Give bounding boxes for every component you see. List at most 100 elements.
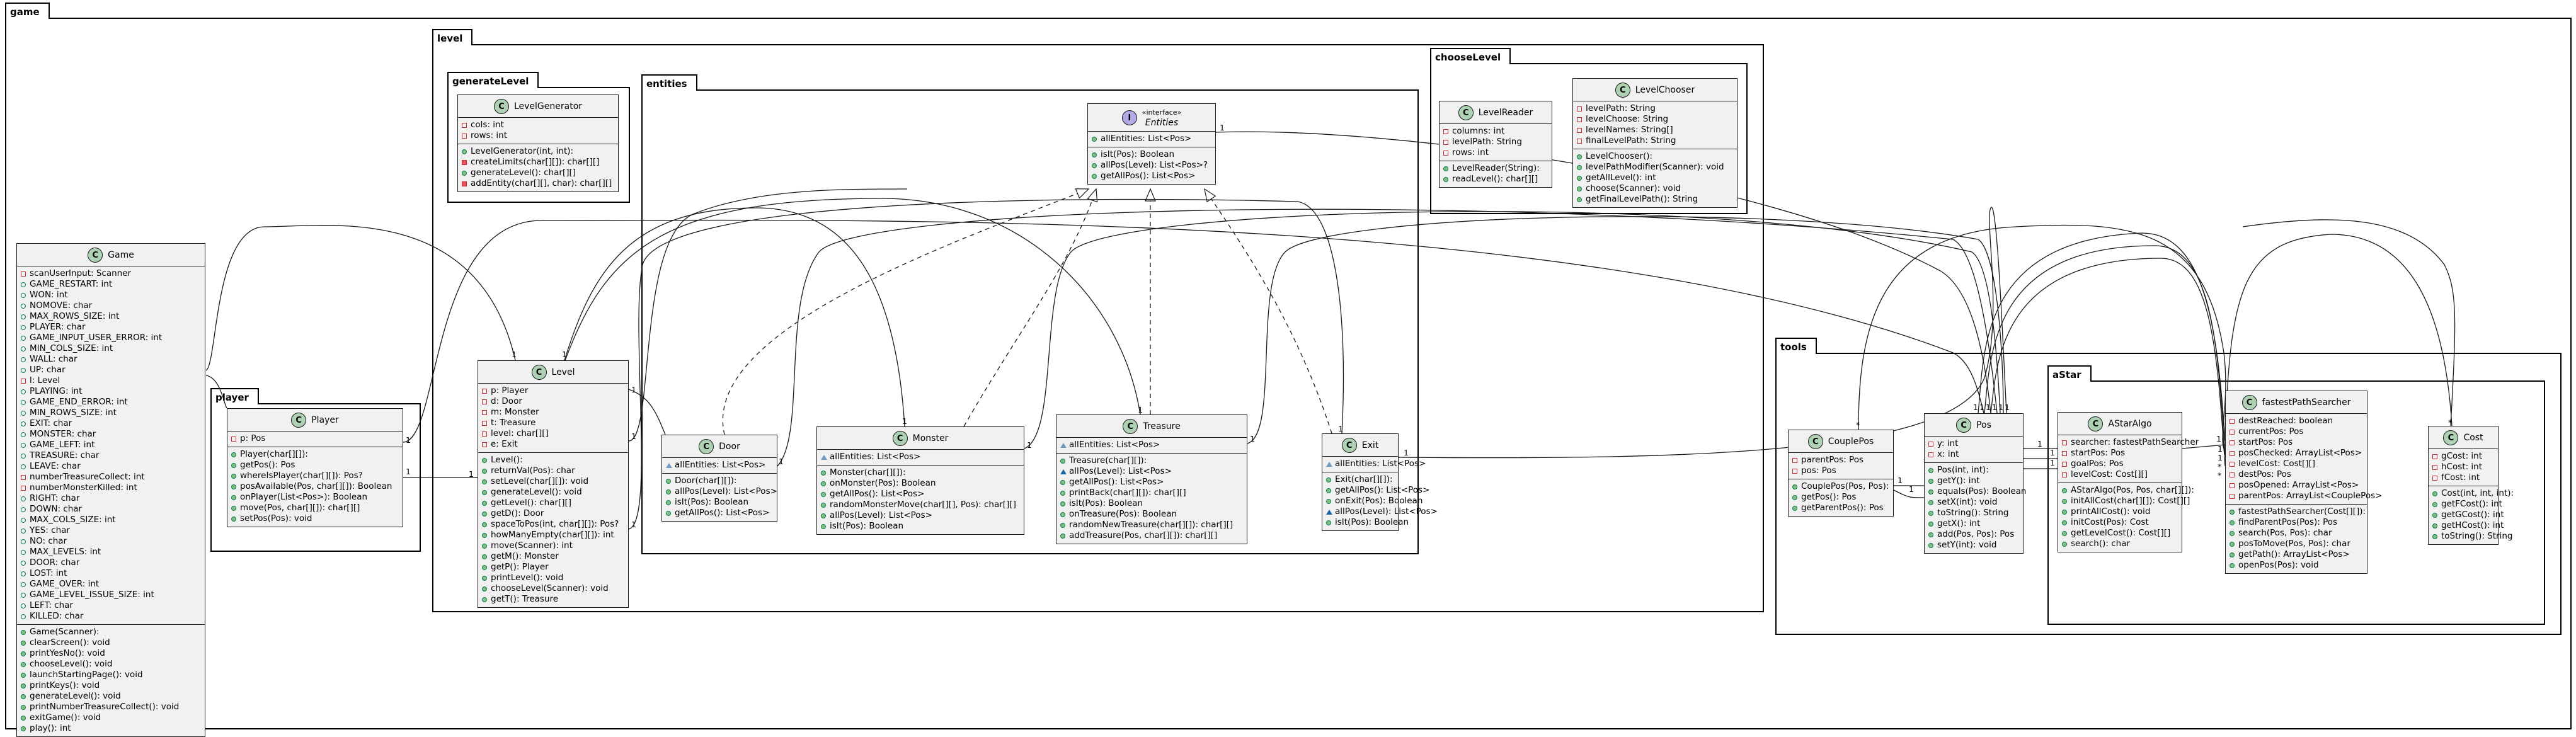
attribute-text: PLAYER: char: [30, 322, 86, 332]
visibility-icon: [2230, 493, 2238, 499]
edge-game-player: [205, 375, 227, 409]
visibility-icon: [462, 170, 471, 176]
package-game: game: [5, 3, 2572, 729]
class-name: LevelChooser: [1635, 85, 1695, 95]
attribute-text: searcher: fastestPathSearcher: [2071, 437, 2199, 447]
visibility-icon: [2062, 530, 2071, 536]
class-badge-icon: C: [1807, 434, 1823, 449]
attribute-text: parentPos: ArrayList<CouplePos>: [2238, 491, 2383, 501]
visibility-icon: [21, 367, 30, 373]
visibility-icon: [21, 346, 30, 351]
attribute-text: posChecked: ArrayList<Pos>: [2238, 448, 2362, 458]
visibility-icon: [482, 468, 491, 474]
class-badge-icon: C: [493, 99, 509, 114]
method-row: toString(): String: [2432, 531, 2513, 542]
attribute-row: parentPos: Pos: [1792, 455, 1889, 466]
visibility-icon: [666, 478, 675, 484]
edge-couplepos-fastest: [1858, 224, 2226, 452]
visibility-icon: [1060, 511, 1069, 517]
method-text: allPos(Level): List<Pos>?: [1101, 160, 1208, 170]
visibility-icon: [2230, 563, 2238, 568]
visibility-icon: [21, 303, 30, 309]
method-text: Exit(char[][]):: [1335, 474, 1393, 484]
attribute-text: TREASURE: char: [30, 450, 100, 460]
visibility-icon: [482, 431, 491, 437]
method-text: isIt(Pos): Boolean: [1101, 149, 1175, 159]
visibility-icon: [821, 502, 830, 508]
method-row: isIt(Pos): Boolean: [1060, 498, 1243, 509]
class-name: Treasure: [1143, 421, 1181, 431]
attribute-text: GAME_LEFT: int: [30, 440, 95, 450]
visibility-icon: [2062, 520, 2071, 525]
methods-section: Door(char[][]):allPos(Level): List<Pos>i…: [662, 473, 777, 521]
method-row: onPlayer(List<Pos>): Boolean: [231, 492, 399, 503]
edge-door-realizes-entities: [722, 188, 1090, 435]
attribute-row: UP: char: [21, 365, 201, 375]
method-text: printYesNo(): void: [30, 648, 105, 658]
visibility-icon: [482, 522, 491, 527]
attribute-row: scanUserInput: Scanner: [21, 268, 201, 279]
attribute-row: PLAYING: int: [21, 386, 201, 397]
attribute-row: levelCost: Cost[][]: [2230, 459, 2363, 469]
edge-couplepos-pos-2: [1893, 489, 1925, 498]
method-row: getPos(): Pos: [1792, 492, 1889, 503]
attribute-text: MAX_ROWS_SIZE: int: [30, 311, 120, 321]
method-row: add(Pos, Pos): Pos: [1928, 529, 2019, 540]
class-badge-icon: C: [1956, 418, 1972, 433]
method-row: Pos(int, int):: [1928, 465, 2019, 476]
attribute-row: LEFT: char: [21, 600, 201, 611]
mult-cost-many: *: [2448, 418, 2453, 427]
method-row: allPos(Level): List<Pos>: [821, 510, 1020, 521]
method-row: toString(): String: [1928, 508, 2019, 518]
visibility-icon: [231, 462, 240, 468]
visibility-icon: [482, 420, 491, 426]
edge-level-exit: [628, 198, 1344, 530]
visibility-icon: [482, 532, 491, 538]
visibility-icon: [1928, 478, 1937, 484]
visibility-icon: [21, 640, 30, 646]
attributes-section: allEntities: List<Pos>: [1056, 438, 1247, 453]
method-row: search(Pos, Pos): char: [2230, 528, 2363, 539]
method-row: createLimits(char[][]): char[][]: [462, 157, 614, 168]
visibility-icon: [21, 651, 30, 656]
method-text: returnVal(Pos): char: [491, 466, 575, 476]
method-text: setLevel(char[][]): void: [491, 476, 589, 486]
attribute-text: NOMOVE: char: [30, 300, 93, 311]
attribute-row: allEntities: List<Pos>: [1326, 459, 1426, 469]
method-text: randomMonsterMove(char[][], Pos): char[]…: [830, 500, 1016, 510]
method-text: getPos(): Pos: [240, 460, 295, 470]
mult-monster-dst: 1: [902, 416, 907, 426]
attribute-text: YES: char: [30, 525, 70, 535]
attributes-section: allEntities: List<Pos>: [1088, 132, 1215, 147]
method-row: AStarAlgo(Pos, Pos, char[][]):: [2062, 485, 2194, 496]
attribute-text: MIN_COLS_SIZE: int: [30, 343, 113, 353]
visibility-icon: [1792, 457, 1801, 463]
visibility-icon: [231, 516, 240, 522]
visibility-icon: [21, 378, 30, 384]
method-row: getAllPos(): List<Pos>: [1060, 477, 1243, 488]
attribute-row: WALL: char: [21, 354, 201, 365]
method-row: allPos(Level): List<Pos>: [666, 486, 777, 497]
visibility-icon: [2432, 454, 2441, 459]
